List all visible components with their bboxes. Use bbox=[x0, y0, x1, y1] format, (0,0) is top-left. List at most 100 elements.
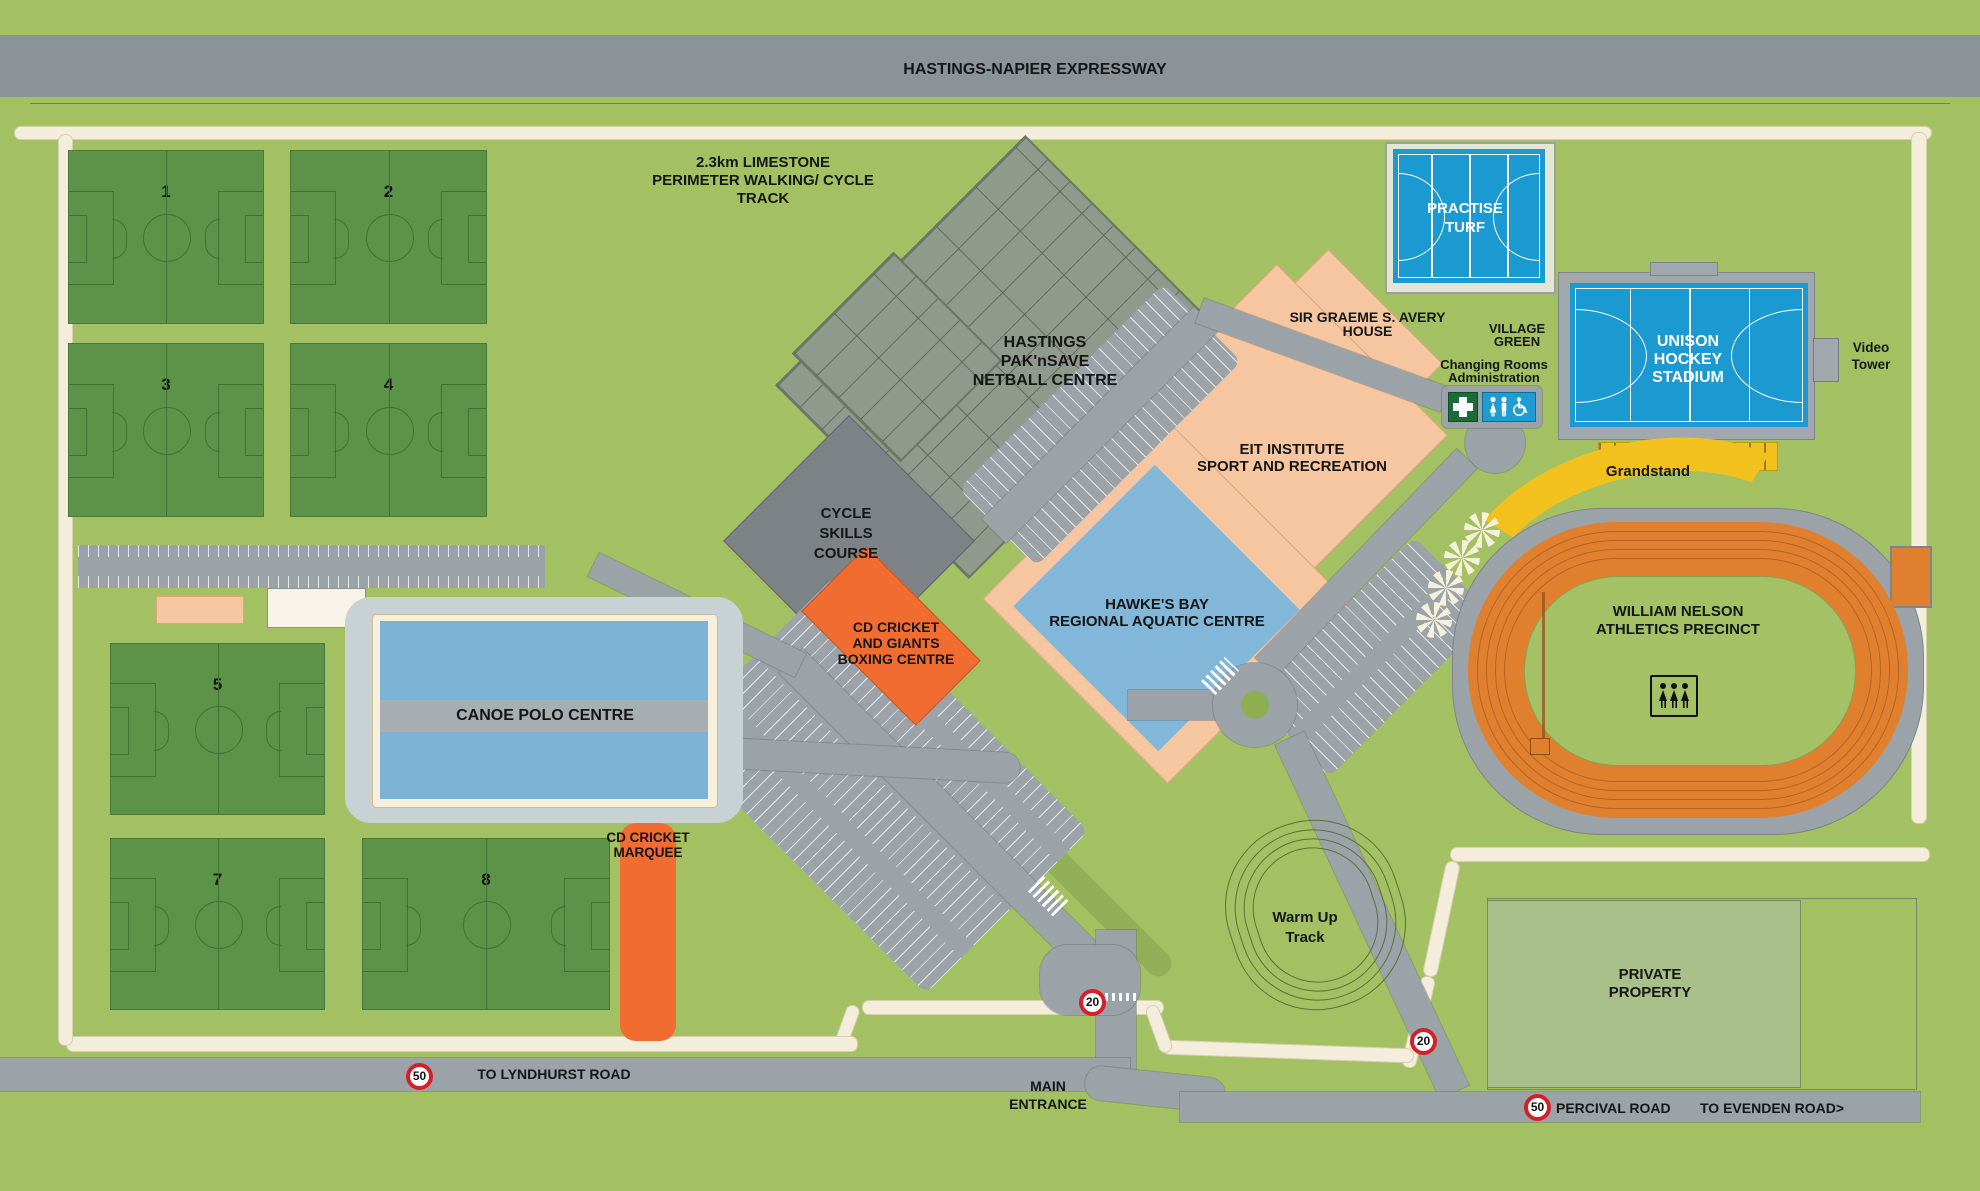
perimeter-track-note: 2.3km LIMESTONE PERIMETER WALKING/ CYCLE… bbox=[563, 154, 963, 208]
speed-sign-50: 50 bbox=[406, 1063, 433, 1090]
perimeter-track-top bbox=[14, 126, 1932, 140]
tree-icon bbox=[1428, 570, 1464, 606]
penalty-box bbox=[111, 683, 169, 777]
soccer-field-5: 5 bbox=[110, 643, 325, 815]
label-line: BOXING CENTRE bbox=[837, 651, 955, 667]
label-line: PRACTISE bbox=[1427, 200, 1503, 217]
infield-runway bbox=[1542, 592, 1545, 750]
penalty-box bbox=[266, 878, 324, 972]
soccer-field-7: 7 bbox=[110, 838, 325, 1010]
speed-value: 20 bbox=[1416, 1034, 1431, 1048]
penalty-box bbox=[428, 191, 486, 285]
field-number: 3 bbox=[161, 375, 171, 395]
track-lane-line bbox=[1477, 531, 1899, 809]
label-line: VILLAGE bbox=[1488, 321, 1546, 336]
netball-centre-label: HASTINGS PAK'nSAVE NETBALL CENTRE bbox=[925, 333, 1165, 390]
penalty-box bbox=[428, 384, 486, 478]
athletics-throw-bay bbox=[1890, 546, 1932, 608]
penalty-box bbox=[266, 683, 324, 777]
note-line: PERIMETER WALKING/ CYCLE bbox=[652, 172, 874, 189]
penalty-box bbox=[69, 384, 127, 478]
boxing-centre-label: CD CRICKET AND GIANTS BOXING CENTRE bbox=[806, 619, 986, 667]
speed-value: 50 bbox=[412, 1069, 427, 1083]
soccer-field-8: 8 bbox=[362, 838, 610, 1010]
entrance-gate-marking bbox=[1098, 993, 1136, 1001]
label-line: Video bbox=[1852, 340, 1890, 355]
penalty-box bbox=[291, 384, 349, 478]
cycle-skills-label: CYCLE SKILLS COURSE bbox=[776, 504, 916, 564]
soccer-field-3: 3 bbox=[68, 343, 264, 517]
perimeter-track-bottom-right bbox=[1161, 1039, 1415, 1064]
label-line: CD CRICKET bbox=[852, 619, 940, 635]
perimeter-track-seg bbox=[1421, 859, 1462, 979]
hockey-stadium-label: UNISON HOCKEY STADIUM bbox=[1618, 333, 1758, 387]
penalty-box bbox=[205, 384, 263, 478]
label-line: CYCLE bbox=[820, 505, 872, 522]
speed-value: 20 bbox=[1085, 995, 1100, 1009]
warmup-track-label: Warm Up Track bbox=[1230, 908, 1380, 948]
video-tower-label: Video Tower bbox=[1841, 339, 1901, 373]
park-boundary-line bbox=[30, 103, 1950, 104]
private-property-area bbox=[1487, 900, 1801, 1088]
label-line: PRIVATE bbox=[1618, 966, 1682, 983]
note-line: 2.3km LIMESTONE bbox=[696, 154, 830, 171]
note-line: TRACK bbox=[736, 190, 790, 207]
cricket-marquee bbox=[620, 823, 676, 1041]
label-line: UNISON bbox=[1656, 333, 1720, 350]
small-building-peach bbox=[156, 596, 244, 624]
label-line: HOCKEY bbox=[1653, 351, 1723, 368]
field-number: 7 bbox=[212, 869, 223, 889]
percival-road-label: PERCIVAL ROAD bbox=[1556, 1100, 1671, 1116]
toilets-icon bbox=[1482, 392, 1536, 422]
field-number: 8 bbox=[481, 869, 491, 889]
label-line: SPORT AND RECREATION bbox=[1196, 458, 1387, 475]
practise-turf-label: PRACTISE TURF bbox=[1395, 199, 1535, 237]
label-line: AND GIANTS bbox=[852, 635, 940, 651]
label-line: Changing Rooms bbox=[1440, 357, 1548, 372]
hockey-stadium-tab bbox=[1650, 262, 1718, 276]
label-line: PROPERTY bbox=[1608, 984, 1692, 1001]
label-line: REGIONAL AQUATIC CENTRE bbox=[1049, 613, 1265, 630]
canoe-polo-label: CANOE POLO CENTRE bbox=[456, 707, 634, 724]
penalty-box bbox=[291, 191, 349, 285]
lyndhurst-road bbox=[0, 1058, 1130, 1091]
first-aid-icon bbox=[1448, 392, 1478, 422]
label-line: MAIN bbox=[1030, 1078, 1066, 1094]
penalty-box bbox=[205, 191, 263, 285]
perimeter-track-bottom bbox=[66, 1036, 858, 1052]
athletics-infield bbox=[1524, 576, 1856, 766]
lyndhurst-road-label: TO LYNDHURST ROAD bbox=[477, 1066, 631, 1082]
label-line: STADIUM bbox=[1652, 369, 1724, 386]
people-icon bbox=[1650, 675, 1698, 717]
label-line: SIR GRAEME S. AVERY bbox=[1289, 309, 1446, 325]
main-entrance-label: MAIN ENTRANCE bbox=[968, 1077, 1128, 1113]
track-lane-line bbox=[1504, 558, 1872, 782]
label-line: EIT INSTITUTE bbox=[1239, 441, 1345, 458]
label-line: Administration bbox=[1448, 370, 1540, 385]
avery-house-label: SIR GRAEME S. AVERY HOUSE bbox=[1240, 310, 1495, 338]
soccer-field-2: 2 bbox=[290, 150, 487, 324]
label-line: COURSE bbox=[813, 545, 879, 562]
hockey-stadium-turf bbox=[1570, 283, 1808, 427]
cricket-marquee-label: CD CRICKET MARQUEE bbox=[588, 830, 708, 860]
speed-sign-20: 20 bbox=[1079, 989, 1106, 1016]
private-property-label: PRIVATE PROPERTY bbox=[1530, 966, 1770, 1002]
label-line: CD CRICKET bbox=[606, 830, 690, 845]
label-line: NETBALL CENTRE bbox=[972, 372, 1118, 389]
roundabout-island bbox=[1241, 691, 1269, 719]
penalty-box bbox=[69, 191, 127, 285]
practise-turf bbox=[1393, 149, 1545, 283]
label-line: HASTINGS bbox=[1003, 334, 1087, 351]
label-line: HAWKE'S BAY bbox=[1105, 596, 1209, 613]
penalty-box bbox=[111, 878, 169, 972]
label-line: TURF bbox=[1445, 219, 1485, 236]
soccer-field-1: 1 bbox=[68, 150, 264, 324]
penalty-box bbox=[551, 878, 609, 972]
track-lane-line bbox=[1495, 549, 1881, 791]
track-lane-line bbox=[1486, 540, 1890, 800]
village-green-label: VILLAGE GREEN bbox=[1447, 322, 1587, 348]
parking-strip bbox=[78, 545, 545, 588]
field-number: 2 bbox=[383, 182, 394, 202]
label-line: GREEN bbox=[1493, 334, 1541, 349]
